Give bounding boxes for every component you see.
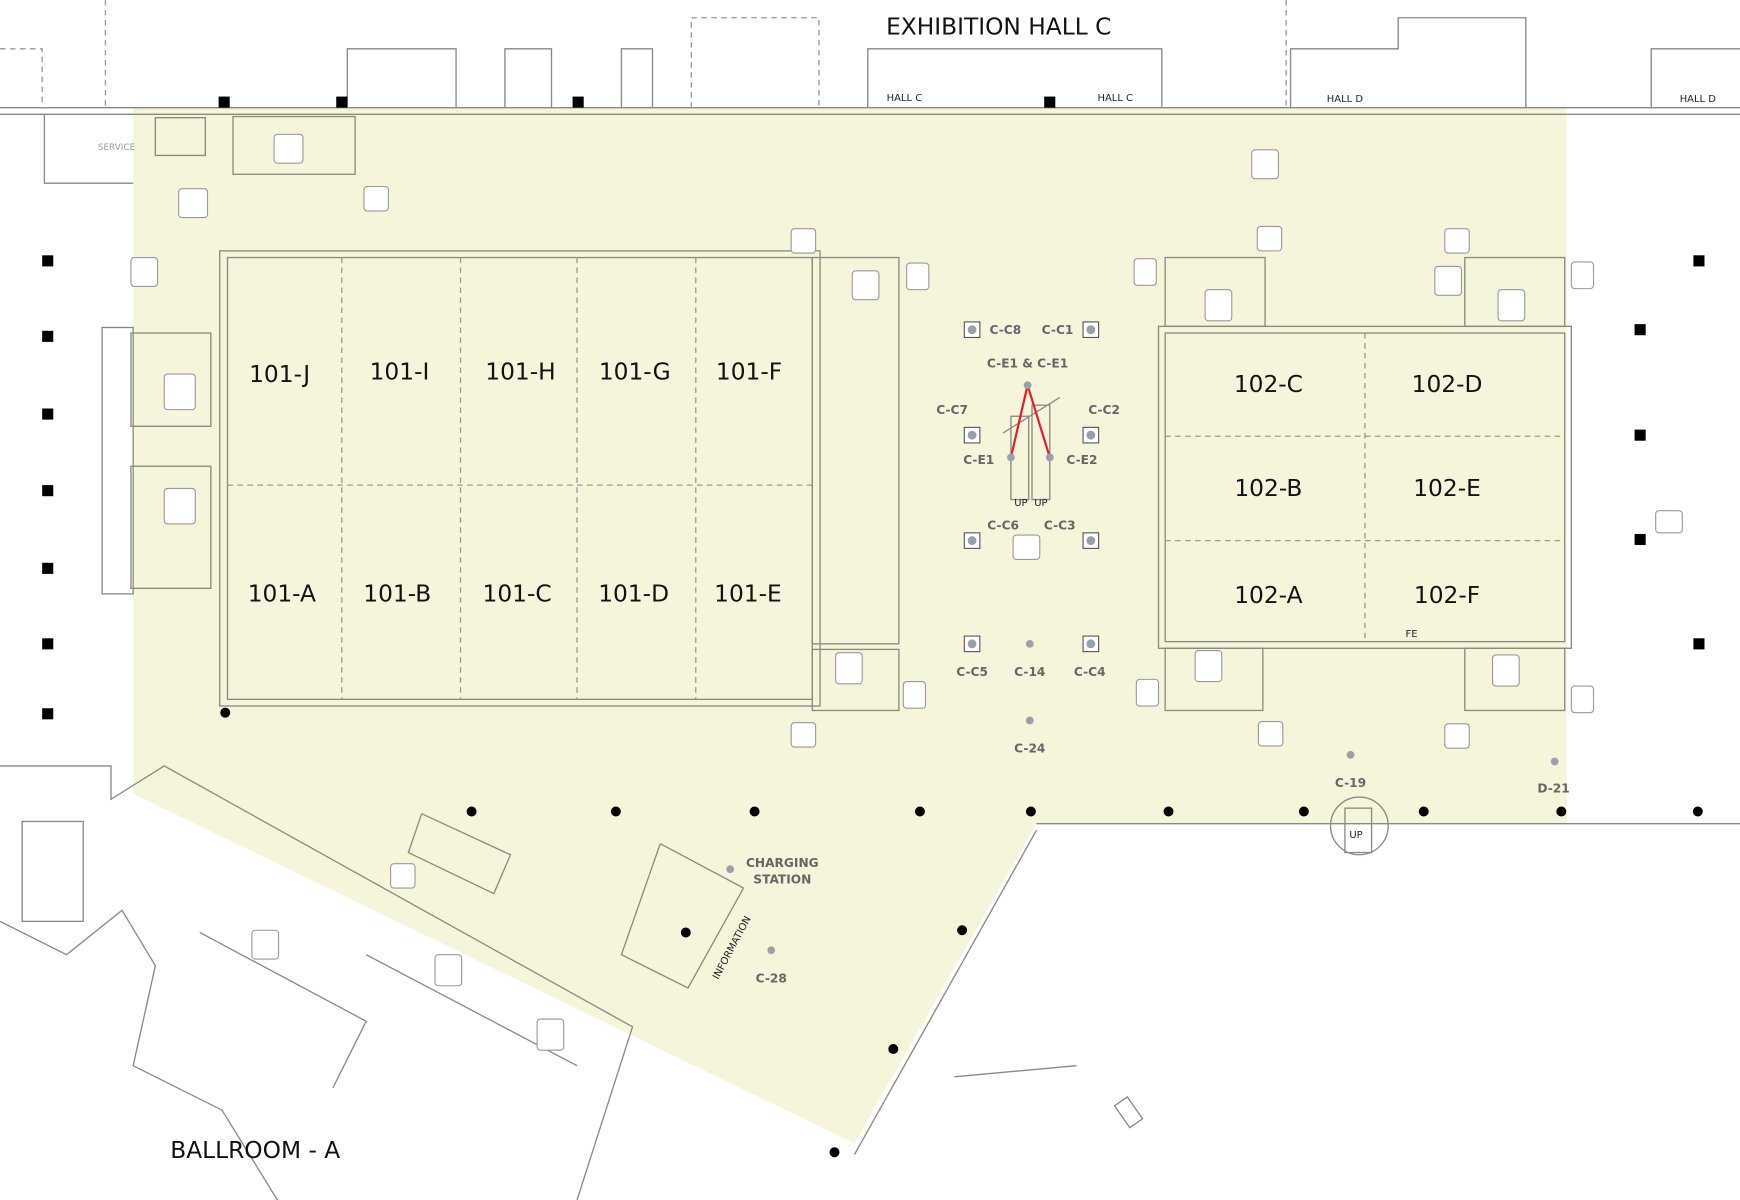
charging-station-label: STATION xyxy=(753,873,811,887)
elevator-icon xyxy=(1434,265,1463,296)
phone-icon xyxy=(1570,261,1595,290)
kiosk-label: C-C2 xyxy=(1088,403,1120,417)
top-walls xyxy=(0,0,1740,184)
mens-restroom-icon xyxy=(163,373,196,411)
kiosk-label: C-C7 xyxy=(936,403,968,417)
ballroom-building-walls xyxy=(0,765,745,1200)
point-label: D-21 xyxy=(1537,782,1569,796)
point-label: C-19 xyxy=(1335,776,1366,790)
kiosk-label: C-C4 xyxy=(1074,665,1106,679)
elevator-icon xyxy=(130,256,159,287)
concourse-area xyxy=(133,107,1567,1144)
escalator-up-right: UP xyxy=(1034,498,1047,509)
kiosk-label: C-C8 xyxy=(990,323,1022,337)
room-label[interactable]: 101-E xyxy=(714,581,782,608)
kiosk-label: C-C5 xyxy=(956,665,988,679)
point-label: C-14 xyxy=(1014,665,1045,679)
block-101-walls xyxy=(219,250,900,712)
restroom-family-icon xyxy=(178,188,209,219)
elevator-icon xyxy=(273,133,304,164)
room-label[interactable]: 101-G xyxy=(599,359,671,386)
hall-label: HALL D xyxy=(1680,94,1717,105)
phone-icon xyxy=(1135,678,1160,707)
phone-icon xyxy=(906,262,930,291)
womens-restroom-icon xyxy=(1497,289,1526,322)
womens-restroom-icon xyxy=(536,1018,565,1051)
phone-icon xyxy=(902,681,927,709)
hall-label: HALL C xyxy=(887,93,923,104)
mens-restroom-icon xyxy=(1491,654,1520,687)
kiosk-markers xyxy=(726,321,1559,955)
mens-restroom-icon xyxy=(434,954,463,987)
escalator-top-label: C-E1 & C-E1 xyxy=(987,356,1068,370)
room-label[interactable]: 101-B xyxy=(363,581,431,608)
room-label[interactable]: 101-I xyxy=(370,359,430,386)
lower-right-walls xyxy=(853,796,1740,1155)
water-fountain-icon xyxy=(790,228,817,254)
elevator-icon xyxy=(851,270,880,301)
kiosk-label: C-C3 xyxy=(1044,519,1076,533)
room-label[interactable]: 101-F xyxy=(716,359,782,386)
room-label[interactable]: 101-A xyxy=(248,581,316,608)
escalator-icon xyxy=(1012,534,1041,561)
service-label: SERVICE xyxy=(98,143,136,153)
water-fountain-icon xyxy=(1257,720,1284,747)
escalator-right-label: C-E2 xyxy=(1066,453,1097,467)
water-fountain-icon xyxy=(390,863,416,889)
fire-extinguisher-label: FE xyxy=(1406,629,1418,640)
point-label: C-24 xyxy=(1014,742,1045,756)
room-label[interactable]: 101-H xyxy=(485,359,555,386)
room-label[interactable]: 102-A xyxy=(1234,582,1302,609)
mens-restroom-icon xyxy=(835,652,863,685)
room-label[interactable]: 102-F xyxy=(1414,582,1480,609)
room-label[interactable]: 102-D xyxy=(1412,371,1483,398)
elevator-icon xyxy=(251,929,280,960)
phone-icon xyxy=(1133,258,1157,286)
hall-label: HALL C xyxy=(1097,93,1133,104)
phone-icon xyxy=(1570,685,1595,714)
room-label[interactable]: 102-C xyxy=(1234,371,1303,398)
stair-up-label: UP xyxy=(1349,830,1362,841)
kiosk-label: C-C1 xyxy=(1042,323,1074,337)
water-fountain-icon xyxy=(1256,225,1283,252)
charging-station-label: CHARGING xyxy=(746,856,819,870)
water-fountain-icon xyxy=(363,185,389,212)
hall-label: HALL D xyxy=(1327,94,1364,105)
water-fountain-icon xyxy=(1444,228,1470,254)
amenity-icons xyxy=(130,133,1683,1051)
water-fountain-icon xyxy=(1444,723,1470,749)
escalator-icon xyxy=(1655,510,1683,534)
room-label[interactable]: 102-B xyxy=(1234,475,1302,502)
room-label[interactable]: 101-C xyxy=(483,581,552,608)
point-label: C-28 xyxy=(756,971,787,985)
map-title: EXHIBITION HALL C xyxy=(886,13,1111,40)
left-restrooms xyxy=(101,326,212,595)
room-label[interactable]: 102-E xyxy=(1413,475,1481,502)
water-fountain-icon xyxy=(790,722,817,748)
ballroom-label: BALLROOM - A xyxy=(170,1137,340,1164)
escalator-left-label: C-E1 xyxy=(963,453,994,467)
stair-c19: UP xyxy=(1344,807,1373,854)
block-102-walls xyxy=(1157,256,1572,712)
kiosk-label: C-C6 xyxy=(987,519,1019,533)
womens-restroom-icon xyxy=(1194,649,1223,683)
pillars xyxy=(42,96,1705,1158)
womens-restroom-icon xyxy=(163,487,196,525)
escalator-up-left: UP xyxy=(1014,498,1027,509)
mens-restroom-icon xyxy=(1204,289,1233,322)
room-label[interactable]: 101-J xyxy=(249,361,310,388)
escalator-center: UP UP xyxy=(1002,380,1061,509)
elevator-icon xyxy=(1251,149,1279,180)
room-label[interactable]: 101-D xyxy=(598,581,669,608)
